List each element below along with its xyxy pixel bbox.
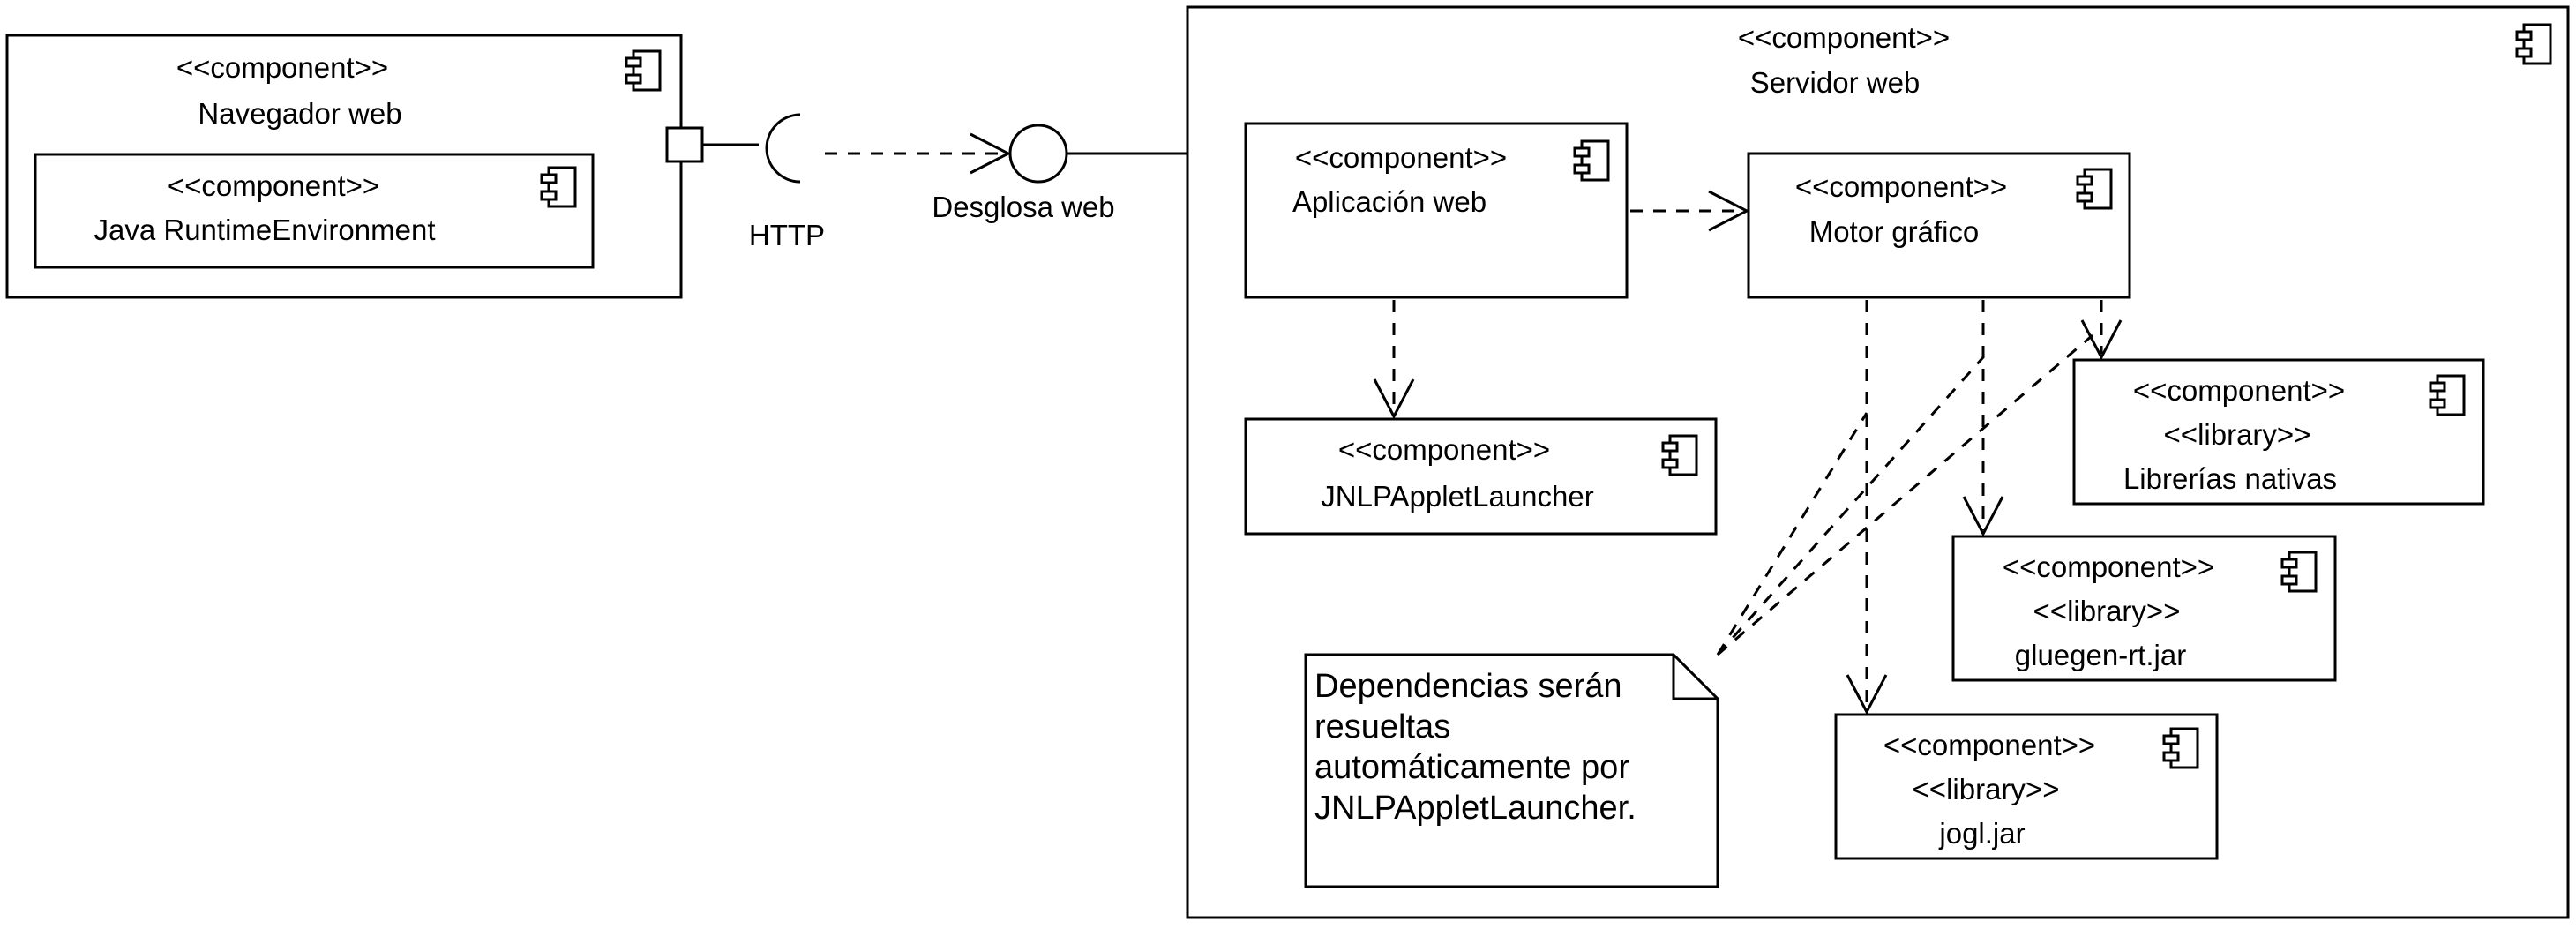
- note-line: resueltas: [1314, 708, 1450, 745]
- component-stereotype: <<component>>: [168, 169, 379, 202]
- note-line: automáticamente por: [1314, 749, 1629, 786]
- required-interface-socket[interactable]: [765, 113, 801, 184]
- component-stereotype: <<component>>: [1795, 170, 2007, 203]
- component-stereotype-library: <<library>>: [1913, 773, 2060, 805]
- component-stereotype: <<component>>: [1295, 141, 1507, 174]
- component-name: JNLPAppletLauncher: [1321, 480, 1593, 513]
- component-jogl[interactable]: <<component>> <<library>> jogl.jar: [1834, 713, 2219, 860]
- dependency-arrowhead: [1846, 674, 1888, 715]
- component-jnlp-applet-launcher[interactable]: <<component>> JNLPAppletLauncher: [1244, 417, 1718, 536]
- component-stereotype-library: <<library>>: [2033, 595, 2181, 627]
- provided-interface-label: Desglosa web: [932, 191, 1114, 223]
- note-line: Dependencias serán: [1314, 668, 1622, 705]
- component-motor-grafico[interactable]: <<component>> Motor gráfico: [1747, 152, 2131, 299]
- component-stereotype-library: <<library>>: [2164, 418, 2311, 451]
- note-anchor-jogl: [1716, 412, 1868, 656]
- component-aplicacion-web[interactable]: <<component>> Aplicación web: [1244, 122, 1629, 299]
- component-stereotype: <<component>>: [2003, 551, 2214, 583]
- component-stereotype: <<component>>: [1338, 433, 1550, 466]
- provided-interface-ball[interactable]: [1008, 124, 1068, 184]
- component-gluegen-rt[interactable]: <<component>> <<library>> gluegen-rt.jar: [1951, 535, 2337, 682]
- component-stereotype: <<component>>: [176, 51, 388, 84]
- component-name: Servidor web: [1750, 66, 1921, 99]
- component-stereotype: <<component>>: [2133, 374, 2345, 407]
- dependency-arrowhead: [2080, 319, 2123, 361]
- required-interface-label: HTTP: [749, 219, 825, 251]
- component-name: Java RuntimeEnvironment: [94, 214, 435, 246]
- component-name: Motor gráfico: [1809, 215, 1980, 248]
- note-anchor-gluegen: [1716, 356, 1985, 656]
- dependency-arrowhead: [1373, 378, 1415, 420]
- dependency-arrowhead: [1962, 496, 2004, 537]
- component-navegador-web[interactable]: <<component>> Navegador web <<component>…: [5, 34, 683, 299]
- component-stereotype: <<component>>: [1883, 729, 2095, 761]
- dependency-arrowhead: [970, 132, 1012, 175]
- note[interactable]: Dependencias serán resueltas automáticam…: [1304, 653, 1719, 888]
- dependency-arrowhead: [1708, 190, 1750, 232]
- port[interactable]: [665, 126, 704, 163]
- component-java-runtime[interactable]: <<component>> Java RuntimeEnvironment: [34, 153, 595, 269]
- note-line: JNLPAppletLauncher.: [1314, 790, 1636, 827]
- component-name: Librerías nativas: [2123, 462, 2337, 495]
- component-librerias-nativas[interactable]: <<component>> <<library>> Librerías nati…: [2072, 358, 2485, 506]
- component-stereotype: <<component>>: [1738, 21, 1950, 54]
- component-name: Aplicación web: [1292, 185, 1486, 218]
- component-name: Navegador web: [198, 97, 401, 130]
- component-name: gluegen-rt.jar: [2015, 639, 2186, 671]
- component-name: jogl.jar: [1938, 817, 2025, 850]
